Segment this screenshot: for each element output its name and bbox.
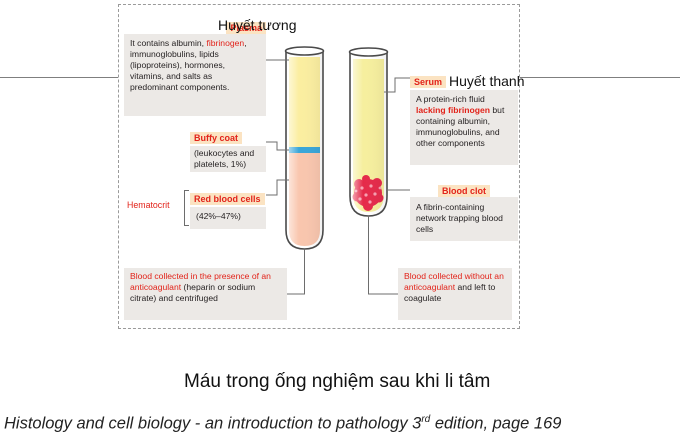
tube-glass: [349, 53, 388, 217]
no-anticoagulant-note-text-a: Blood collected without: [404, 271, 495, 281]
plasma-header-row: Plasma: [124, 21, 266, 34]
serum-text-a: A protein-rich fluid: [416, 94, 485, 104]
tube-rim: [348, 47, 389, 57]
blood-clot-label-group: Blood clot A fibrin-containing network t…: [410, 184, 518, 241]
blood-clot-title: Blood clot: [438, 185, 490, 197]
plasma-title: Plasma: [226, 22, 266, 34]
no-anticoagulant-note-text-b: and left to coagulate: [404, 282, 496, 303]
blood-clot-text: A fibrin-containing network trapping blo…: [416, 202, 503, 234]
plasma-text-a: It contains albumin,: [130, 38, 207, 48]
serum-text-lacking-fibrinogen: lacking fibrinogen: [416, 105, 491, 115]
plasma-description-box: It contains albumin, fibrinogen, immunog…: [124, 34, 266, 116]
tube-rim: [284, 46, 325, 56]
blood-clot-description-box: A fibrin-containing network trapping blo…: [410, 197, 518, 241]
anticoagulant-note-text-b: (heparin or sodium citrate) and centrifu…: [130, 282, 256, 303]
plasma-text-b: , immunoglobulins, lipids (lipoproteins)…: [130, 38, 247, 92]
serum-text-b: but containing albumin, immunoglobulins,…: [416, 105, 505, 148]
hematocrit-label: Hematocrit: [127, 200, 170, 210]
source-sup: rd: [421, 414, 431, 425]
tube-glass: [285, 52, 324, 250]
no-anticoagulant-note-highlight: an anticoagulant: [404, 271, 504, 292]
source-tail: edition, page 169: [430, 414, 562, 433]
anticoagulant-note-highlight: an anticoagulant: [130, 271, 271, 292]
rbc-title: Red blood cells: [190, 193, 265, 205]
source-citation: Histology and cell biology - an introduc…: [4, 414, 561, 434]
figure-frame: [118, 4, 520, 329]
buffy-coat-label-group: Buffy coat (leukocytes and platelets, 1%…: [190, 128, 266, 172]
serum-translation: Huyết thanh: [449, 73, 525, 89]
serum-title: Serum: [410, 76, 447, 88]
slide-guide-line-left: [0, 77, 118, 78]
plasma-translation: Huyết tương: [218, 17, 297, 33]
serum-label-group: Serum A protein-rich fluid lacking fibri…: [410, 72, 518, 165]
buffy-coat-text: (leukocytes and platelets, 1%): [194, 148, 255, 169]
slide-caption: Máu trong ống nghiệm sau khi li tâm: [184, 371, 491, 392]
buffy-coat-description-box: (leukocytes and platelets, 1%): [190, 146, 266, 172]
rbc-description-box: (42%–47%): [190, 207, 266, 229]
blood-clot-header-row: Blood clot: [410, 184, 518, 197]
connector-lines: [266, 59, 410, 295]
buffy-coat-title: Buffy coat: [190, 132, 243, 144]
plasma-label-group: Plasma It contains albumin, fibrinogen, …: [124, 21, 266, 116]
hematocrit-bracket: [184, 190, 189, 226]
test-tube-no-anticoagulant: [348, 47, 389, 217]
rbc-text: (42%–47%): [196, 211, 241, 221]
rbc-label-group: Red blood cells (42%–47%): [190, 189, 266, 229]
no-anticoagulant-note-box: Blood collected without an anticoagulant…: [398, 268, 512, 320]
source-text: Histology and cell biology - an introduc…: [4, 414, 422, 433]
anticoagulant-note-text-a: Blood collected in the presence of: [130, 271, 262, 281]
slide-guide-line-right: [520, 77, 680, 78]
anticoagulant-note-box: Blood collected in the presence of an an…: [124, 268, 287, 320]
serum-description-box: A protein-rich fluid lacking fibrinogen …: [410, 90, 518, 165]
test-tube-anticoagulant: [284, 46, 325, 250]
plasma-text-fibrinogen: fibrinogen: [206, 38, 245, 48]
